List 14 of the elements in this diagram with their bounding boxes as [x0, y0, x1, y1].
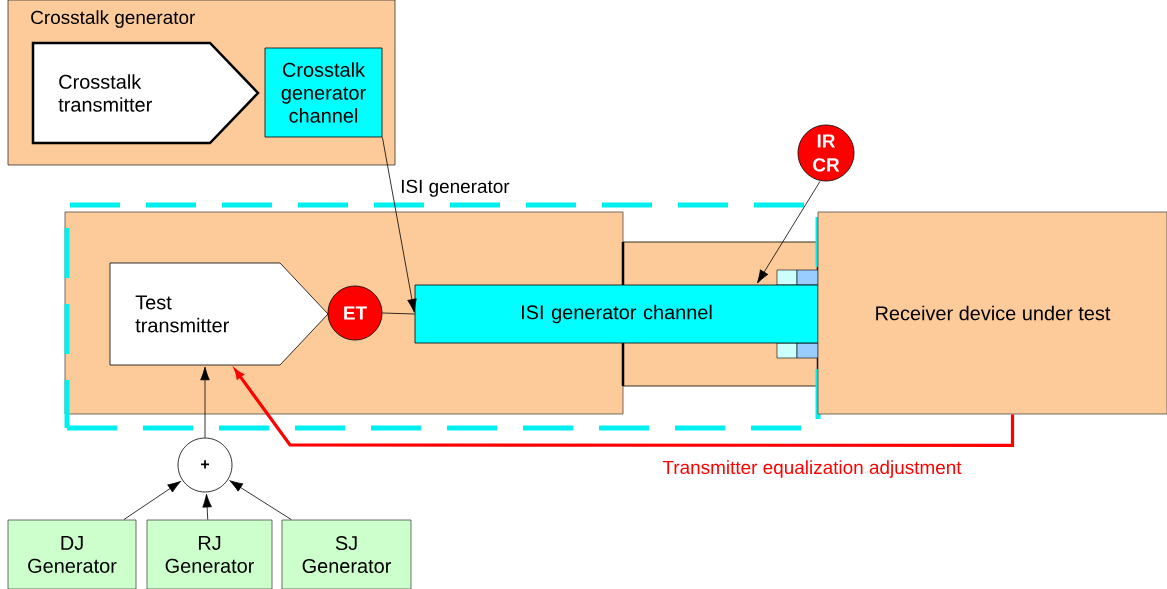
arrow: [757, 181, 821, 284]
arrow: [202, 493, 212, 520]
channel-box: ISI generator channel: [414, 284, 819, 344]
arrow: [234, 369, 1015, 447]
node-label: ISI generator: [401, 179, 510, 197]
edge-label: Transmitter equalization adjustment: [661, 459, 963, 479]
generator-box: SJ Generator: [281, 519, 412, 589]
generator-box: DJ Generator: [7, 519, 137, 589]
arrow: [229, 480, 292, 520]
arrow: [123, 480, 182, 520]
arrow: [200, 366, 210, 438]
channel-box: Crosstalk generator channel: [264, 47, 383, 138]
arrow: [382, 137, 417, 313]
generator-box: RJ Generator: [146, 519, 273, 589]
